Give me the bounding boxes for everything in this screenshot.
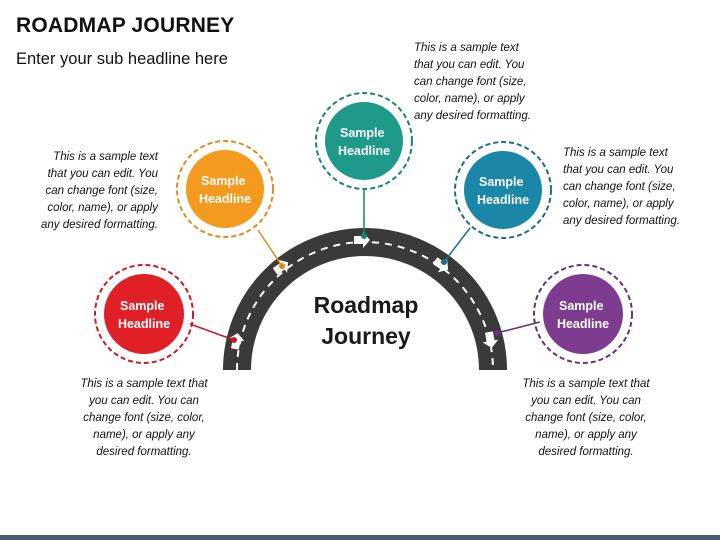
text-block-5: This is a sample text that you can edit.… [522, 378, 650, 458]
connector-1 [189, 323, 237, 343]
milestone-2[interactable]: Sample Headline [176, 140, 274, 238]
milestone-3[interactable]: Sample Headline [315, 92, 413, 190]
connector-5 [494, 321, 541, 336]
page-subtitle: Enter your sub headline here [16, 50, 228, 68]
page-title: ROADMAP JOURNEY [16, 14, 235, 37]
milestone-3-headline: Sample Headline [338, 126, 390, 158]
road-arrow-4 [432, 257, 449, 273]
milestone-4[interactable]: Sample Headline [454, 141, 552, 239]
milestone-4-headline: Sample Headline [477, 175, 529, 207]
milestone-5[interactable]: Sample Headline [533, 264, 633, 364]
milestone-1[interactable]: Sample Headline [94, 264, 194, 364]
milestone-1-headline: Sample Headline [118, 299, 170, 331]
connector-3 [361, 190, 367, 239]
connector-2 [257, 229, 285, 269]
connector-4 [441, 227, 471, 265]
text-block-2: This is a sample text that you can edit.… [41, 151, 158, 231]
center-label: Roadmap Journey [313, 292, 419, 349]
road-arrow-5 [482, 331, 499, 348]
milestone-5-headline: Sample Headline [557, 299, 609, 331]
text-block-3: This is a sample text that you can edit.… [414, 42, 531, 122]
text-block-4: This is a sample text that you can edit.… [563, 147, 680, 227]
milestone-2-headline: Sample Headline [199, 174, 251, 206]
connectors [189, 190, 541, 343]
text-block-1: This is a sample text that you can edit.… [80, 378, 208, 458]
footer-bar [0, 535, 720, 540]
